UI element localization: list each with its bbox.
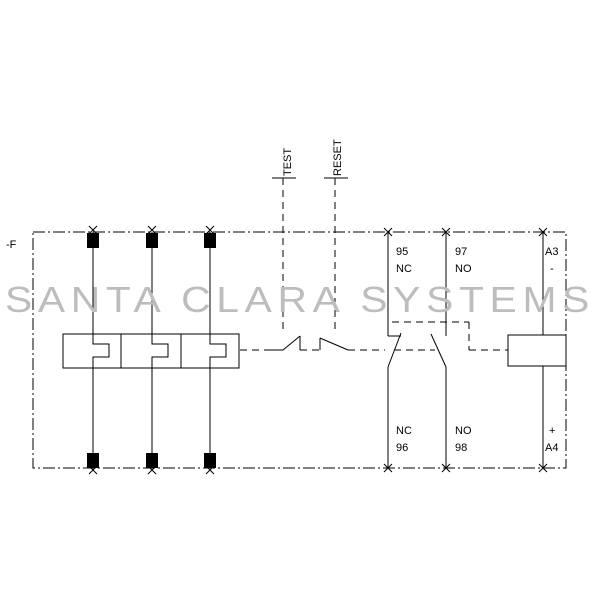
mechanical-linkage (240, 178, 508, 351)
coil-top-polarity: - (550, 263, 554, 275)
top-terminals (87, 233, 216, 248)
nc-contact-95-96 (387, 232, 402, 468)
thermal-elements (62, 333, 240, 369)
terminal-top-1 (87, 233, 99, 248)
nc-top-type: NC (396, 263, 412, 275)
terminal-bottom-1 (87, 453, 99, 468)
device-tag: -F (6, 239, 17, 251)
no-top-number: 97 (455, 246, 467, 258)
coil-a3-a4 (507, 232, 567, 468)
reset-label: RESET (332, 139, 344, 176)
reset-button: RESET (319, 139, 349, 351)
coil (507, 334, 567, 367)
terminal-top-3 (204, 233, 216, 248)
coil-bottom-polarity: + (549, 425, 555, 437)
test-label: TEST (282, 148, 294, 176)
nc-bottom-type: NC (396, 425, 412, 437)
nc-top-number: 95 (396, 246, 408, 258)
no-bottom-number: 98 (455, 442, 467, 454)
watermark: SANTA CLARA SYSTEMS (5, 279, 595, 320)
terminal-bottom-3 (204, 453, 216, 468)
thermal-element-2 (120, 333, 182, 369)
no-contact-97-98 (430, 232, 447, 468)
coil-bottom-terminal: A4 (545, 442, 558, 454)
thermal-element-1 (62, 333, 122, 369)
no-bottom-type: NO (455, 425, 472, 437)
coil-top-terminal: A3 (545, 246, 558, 258)
terminal-top-2 (146, 233, 158, 248)
terminal-bottom-2 (146, 453, 158, 468)
test-button: TEST (264, 148, 301, 351)
no-top-type: NO (455, 263, 472, 275)
nc-bottom-number: 96 (396, 442, 408, 454)
bottom-terminals (87, 453, 216, 468)
